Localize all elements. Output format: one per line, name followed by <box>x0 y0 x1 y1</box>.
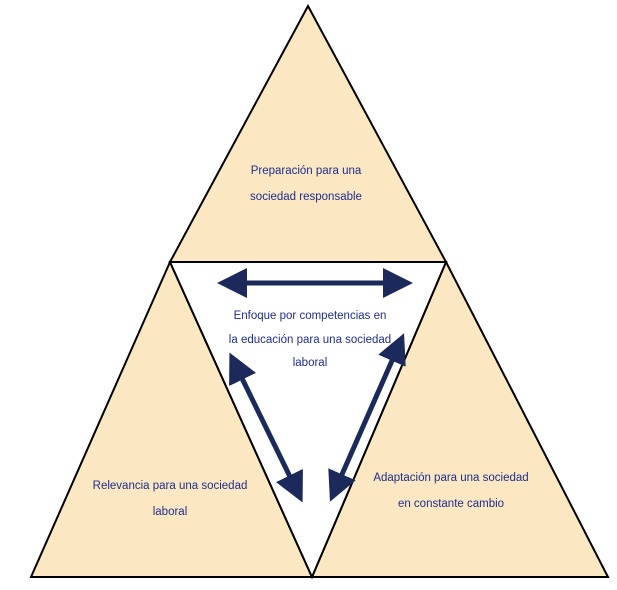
right-double-arrow <box>328 333 406 502</box>
top-triangle <box>168 3 448 263</box>
center-label-line2: la educación para una sociedad <box>229 334 391 346</box>
right-label-line2: en constante cambio <box>398 498 504 510</box>
right-label-line1: Adaptación para una sociedad <box>373 472 528 484</box>
top-label-line1: Preparación para una <box>251 165 362 177</box>
top-label-line2: sociedad responsable <box>250 191 362 203</box>
left-label-line2: laboral <box>153 506 188 518</box>
left-label-line1: Relevancia para una sociedad <box>93 480 248 492</box>
center-label-line3: laboral <box>293 357 328 369</box>
left-double-arrow <box>229 352 303 503</box>
center-label-line1: Enfoque por competencias en <box>234 310 387 322</box>
